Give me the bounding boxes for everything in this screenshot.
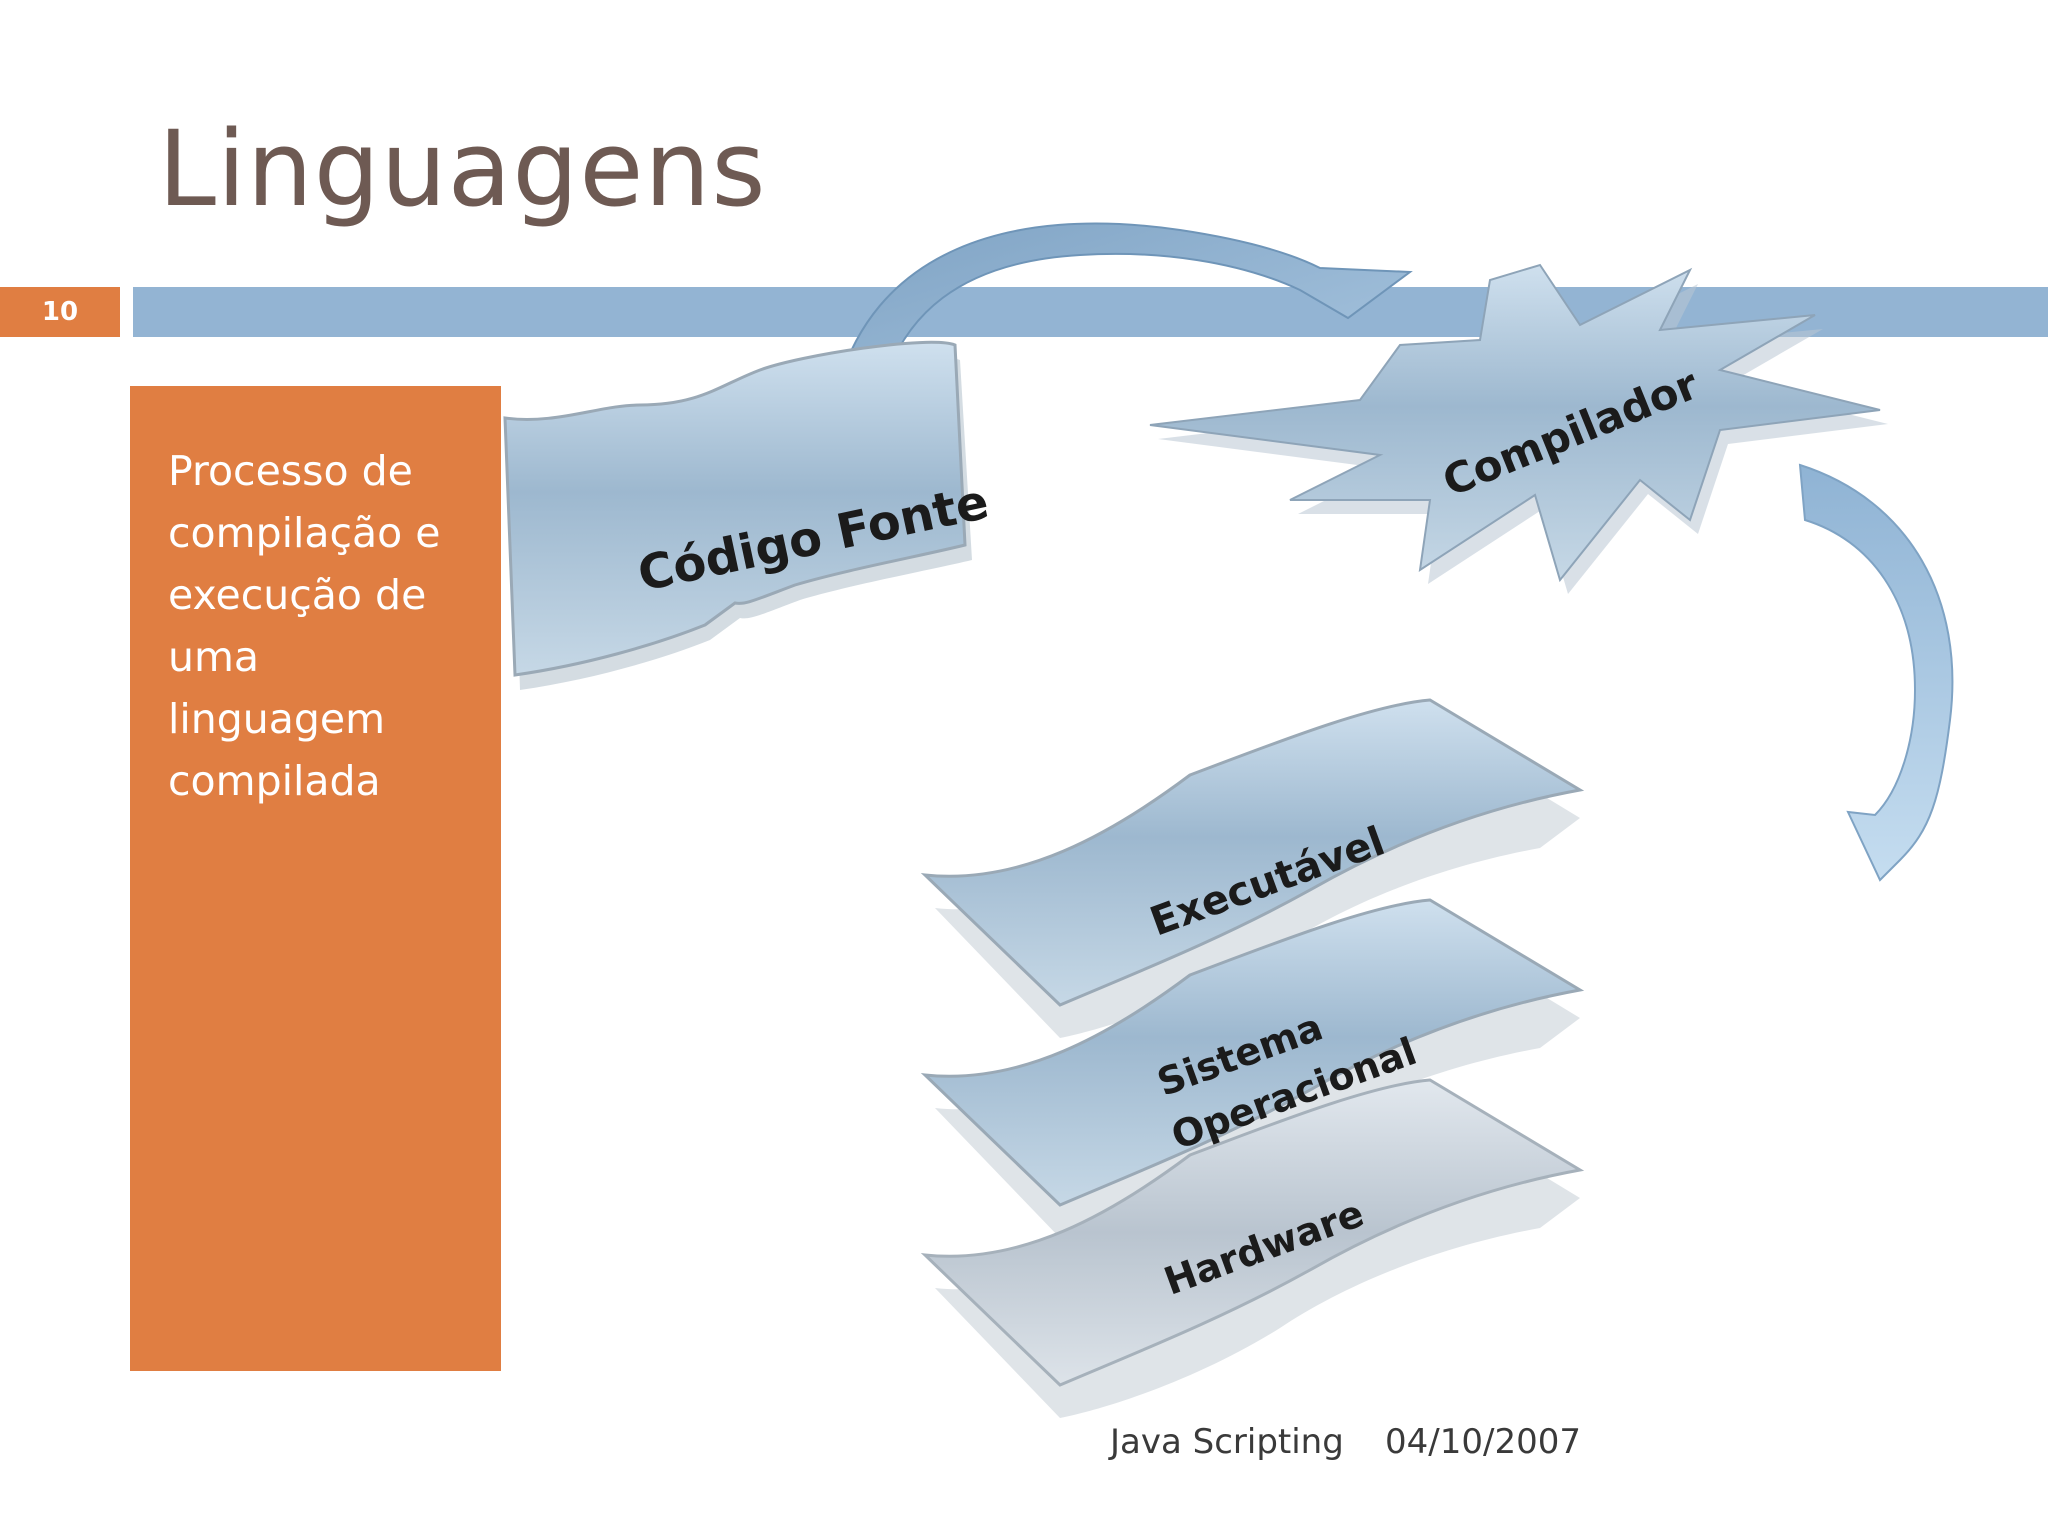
footer-date: 04/10/2007 [1385,1422,1581,1462]
slide-number: 10 [41,297,79,327]
side-text-line: uma [168,633,260,681]
side-text-line: Processo de [168,447,413,495]
side-panel [130,386,501,1371]
arrow-to-compiler [833,222,1413,399]
side-text-line: execução de [168,571,427,619]
side-text-line: linguagem [168,695,386,743]
side-text-line: compilada [168,757,381,805]
compiler-starburst: Compilador [1149,263,1888,594]
side-panel-text: Processo de compilação e execução de uma… [168,440,488,812]
hardware-layer: Hardware [920,1078,1585,1418]
footer-topic: Java Scripting [1110,1422,1344,1462]
slide-title: Linguagens [158,108,767,230]
slide-number-badge: 10 [0,287,120,337]
source-code-banner: Código Fonte [503,340,993,690]
executable-layer: Executável [920,698,1585,1038]
arrow-from-compiler [1798,463,1954,882]
side-text-line: compilação e [168,509,441,557]
